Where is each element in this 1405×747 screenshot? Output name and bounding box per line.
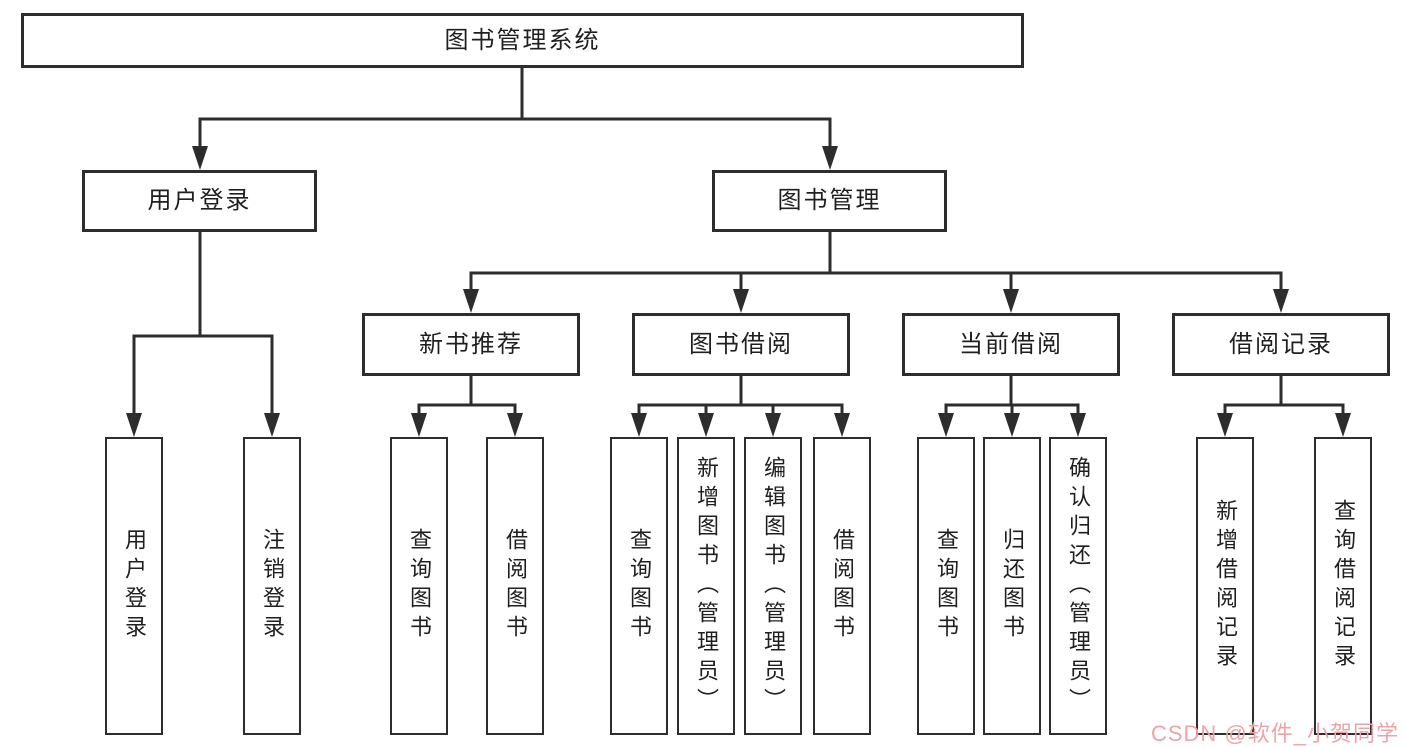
node-borrowing-records: 借阅记录 xyxy=(1172,313,1390,376)
leaf-add-books-admin: 新增图书（管理员） xyxy=(677,437,735,735)
node-current-borrowing: 当前借阅 xyxy=(902,313,1120,376)
leaf-add-borrow-record: 新增借阅记录 xyxy=(1196,437,1254,735)
leaf-return-books: 归还图书 xyxy=(983,437,1041,735)
leaf-query-books-current: 查询图书 xyxy=(917,437,975,735)
leaf-confirm-return-admin: 确认归还（管理员） xyxy=(1049,437,1107,735)
leaf-edit-books-admin: 编辑图书（管理员） xyxy=(744,437,802,735)
csdn-watermark: CSDN @软件_小贺同学 xyxy=(1150,721,1399,746)
leaf-borrow-books: 借阅图书 xyxy=(813,437,871,735)
node-library-management-system: 图书管理系统 xyxy=(21,13,1024,68)
leaf-query-books-borrow: 查询图书 xyxy=(610,437,668,735)
leaf-query-books-recommend: 查询图书 xyxy=(390,437,448,735)
leaf-borrow-books-recommend: 借阅图书 xyxy=(486,437,544,735)
node-book-borrowing: 图书借阅 xyxy=(632,313,850,376)
leaf-user-login: 用户登录 xyxy=(105,437,163,735)
node-user-login: 用户登录 xyxy=(82,170,317,232)
node-new-book-recommendation: 新书推荐 xyxy=(362,313,580,376)
leaf-query-borrow-record: 查询借阅记录 xyxy=(1314,437,1372,735)
leaf-logout: 注销登录 xyxy=(243,437,301,735)
node-book-management: 图书管理 xyxy=(712,170,947,232)
